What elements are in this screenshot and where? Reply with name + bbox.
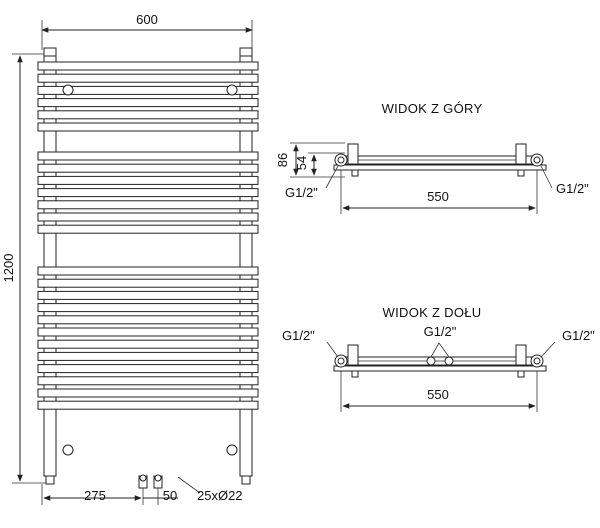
top-right-foot	[517, 169, 525, 177]
horizontal-tube	[37, 175, 259, 185]
top-body-plate	[333, 164, 547, 171]
bottom-view-title: WIDOK Z DOŁU	[383, 305, 482, 320]
bottom-valve-left	[139, 474, 147, 482]
bottom-connection-left-label: G1/2"	[282, 328, 315, 343]
pipe-gap-label: 50	[163, 488, 177, 503]
horizontal-tube	[37, 364, 259, 374]
horizontal-tube	[37, 200, 259, 210]
bottom-right-collector	[515, 344, 527, 366]
horizontal-tube	[37, 163, 259, 173]
width-dimension: 600	[41, 12, 253, 50]
width-label: 600	[136, 12, 158, 27]
horizontal-tube	[37, 400, 259, 410]
bottom-view: WIDOK Z DOŁU G1/2" G1/2" G1/2" 550	[282, 305, 595, 412]
height-label: 1200	[1, 254, 16, 283]
bottom-connection-right-inner	[533, 357, 541, 365]
horizontal-tube	[37, 122, 259, 132]
depth-total-label: 86	[275, 153, 290, 167]
horizontal-tube	[37, 212, 259, 222]
top-view-title: WIDOK Z GÓRY	[382, 101, 483, 116]
top-connection-left-inner	[337, 156, 345, 164]
bottom-connection-center-label: G1/2"	[424, 324, 457, 339]
bottom-cap-left	[45, 475, 55, 485]
horizontal-tube	[37, 224, 259, 234]
horizontal-tube	[37, 303, 259, 313]
horizontal-tube	[37, 188, 259, 198]
top-right-collector	[515, 143, 527, 165]
top-cap-right	[239, 47, 253, 57]
horizontal-tube	[37, 85, 259, 95]
horizontal-tube	[37, 98, 259, 108]
horizontal-tube	[37, 151, 259, 161]
top-view: WIDOK Z GÓRY 86 54 G1/2" G1/2" 550	[275, 101, 589, 214]
bottom-left-foot	[351, 370, 359, 378]
top-spacing-label: 550	[427, 189, 449, 204]
horizontal-tube	[37, 339, 259, 349]
horizontal-tube	[37, 110, 259, 120]
horizontal-tube	[37, 388, 259, 398]
horizontal-tube	[37, 351, 259, 361]
horizontal-tube	[37, 73, 259, 83]
bottom-connection-left-inner	[337, 357, 345, 365]
horizontal-tubes	[37, 61, 259, 410]
tube-spec-label: 25xØ22	[197, 488, 243, 503]
bottom-center-connection-right	[444, 356, 454, 366]
top-left-collector	[347, 143, 359, 165]
depth-inner-label: 54	[294, 156, 309, 170]
bottom-right-foot	[517, 370, 525, 378]
horizontal-tube	[37, 327, 259, 337]
horizontal-tube	[37, 376, 259, 386]
bottom-center-connection-left	[426, 356, 436, 366]
bottom-valve-right	[154, 474, 162, 482]
top-cap-left	[43, 47, 57, 57]
bottom-body-plate	[333, 365, 547, 372]
bottom-connection-right-label: G1/2"	[562, 328, 595, 343]
bottom-left-collector	[347, 344, 359, 366]
bottom-cap-right	[241, 475, 251, 485]
horizontal-tube	[37, 266, 259, 276]
horizontal-tube	[37, 315, 259, 325]
height-dimension: 1200	[1, 53, 50, 484]
top-connection-left-label: G1/2"	[285, 185, 318, 200]
bracket-bottom-right	[226, 444, 238, 456]
horizontal-tube	[37, 278, 259, 288]
top-left-foot	[351, 169, 359, 177]
bracket-top-right	[226, 84, 238, 96]
horizontal-tube	[37, 290, 259, 300]
front-view: 600 1200 27	[1, 12, 259, 505]
horizontal-tube	[37, 61, 259, 71]
bottom-spacing-label: 550	[427, 387, 449, 402]
pipe-spacing-label: 275	[84, 488, 106, 503]
bracket-bottom-left	[62, 444, 74, 456]
top-connection-right-inner	[533, 156, 541, 164]
top-connection-right-label: G1/2"	[556, 181, 589, 196]
bracket-top-left	[62, 84, 74, 96]
